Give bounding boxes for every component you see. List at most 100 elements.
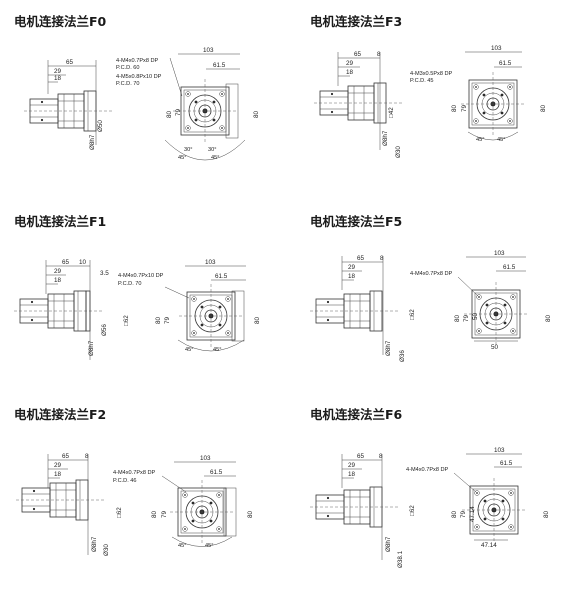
dim-80-right: 80 [253, 110, 260, 118]
dim-dia-30: Ø30 [395, 146, 402, 158]
drawing-f2: 65 8 29 18 Ø8h7 Ø30 □62 4-M4x0.7Px8 DP P… [15, 453, 254, 556]
angle-45-left: 45° [178, 543, 186, 549]
section-title-f3: 电机连接法兰F3 [310, 14, 403, 29]
angle-45-right: 45° [205, 543, 213, 549]
dim-3-5: 3.5 [100, 270, 109, 277]
dim-square-62: □62 [116, 507, 123, 518]
section-title-f0: 电机连接法兰F0 [14, 14, 107, 29]
dim-dia-8h7: Ø8h7 [382, 130, 389, 146]
angle-30-right: 30° [208, 147, 216, 153]
dim-18: 18 [54, 277, 62, 284]
dim-80-left: 80 [454, 314, 461, 322]
dim-103: 103 [494, 250, 505, 257]
dim-dia-30: Ø30 [103, 544, 110, 556]
dim-10: 10 [79, 259, 87, 266]
dim-65: 65 [62, 453, 70, 460]
dim-65: 65 [357, 453, 365, 460]
dim-dia-56: Ø56 [101, 324, 108, 336]
dim-47-14-bottom: 47.14 [481, 542, 497, 549]
dim-79: 79 [161, 510, 168, 518]
dim-29: 29 [54, 462, 62, 469]
dim-79: 79 [175, 108, 182, 116]
dim-square-62: □62 [409, 309, 416, 320]
dim-dia-8h7: Ø8h7 [385, 536, 392, 552]
section-title-f2: 电机连接法兰F2 [14, 407, 107, 422]
dim-80-right: 80 [254, 316, 261, 324]
dim-dia-8h7: Ø8h7 [89, 134, 96, 150]
dim-8: 8 [85, 453, 89, 460]
note-pcd: P.C.D. 45 [410, 78, 434, 84]
note-thread: 4-M4x0.7Px8 DP [410, 271, 453, 277]
dim-79: 79 [460, 510, 467, 518]
dim-80-left: 80 [155, 316, 162, 324]
dim-square-62: □62 [123, 315, 130, 326]
dim-dia-8h7: Ø8h7 [91, 536, 98, 552]
dim-61-5: 61.5 [210, 469, 223, 476]
note-pcd-1: P.C.D. 60 [116, 65, 140, 71]
dim-8: 8 [379, 453, 383, 460]
note-thread: 4-M3x0.5Px8 DP [410, 71, 453, 77]
dim-80-left: 80 [451, 510, 458, 518]
dim-square-62: □62 [409, 505, 416, 516]
dim-80-left: 80 [151, 510, 158, 518]
angle-45-left: 45° [476, 137, 484, 143]
angle-30-left: 30° [184, 147, 192, 153]
drawing-f1: 65 10 3.5 29 18 Ø8h7 Ø56 □62 4-M4x0.7Px1… [13, 259, 261, 360]
dim-dia-38-1: Ø38.1 [397, 550, 404, 568]
dim-103: 103 [205, 259, 216, 266]
angle-45-right: 45° [213, 347, 221, 353]
angle-45-right: 45° [211, 155, 219, 161]
dim-29: 29 [54, 268, 62, 275]
dim-47-14-left: 47.14 [469, 506, 476, 522]
dim-29: 29 [346, 60, 354, 67]
note-thread-1: 4-M4x0.7Px8 DP [116, 58, 159, 64]
section-title-f5: 电机连接法兰F5 [310, 214, 403, 229]
angle-45-left: 45° [178, 155, 186, 161]
note-pcd-2: P.C.D. 70 [116, 81, 140, 87]
section-title-f1: 电机连接法兰F1 [14, 214, 107, 229]
note-thread-2: 4-M5x0.8Px10 DP [116, 74, 162, 80]
dim-80-right: 80 [247, 510, 254, 518]
dim-8: 8 [380, 255, 384, 262]
dim-29: 29 [348, 264, 356, 271]
dim-103: 103 [494, 447, 505, 454]
angle-45-right: 45° [497, 137, 505, 143]
dim-103: 103 [491, 45, 502, 52]
dim-dia-8h7: Ø8h7 [385, 340, 392, 356]
dim-61-5: 61.5 [500, 460, 513, 467]
note-thread: 4-M4x0.7Px8 DP [406, 467, 449, 473]
dim-80-right: 80 [545, 314, 552, 322]
dim-61-5: 61.5 [499, 60, 512, 67]
dim-80-left: 80 [451, 104, 458, 112]
dim-61-5: 61.5 [503, 264, 516, 271]
dim-8: 8 [377, 51, 381, 58]
drawing-f3: 65 8 29 18 Ø8h7 Ø30 □42 4-M3x0.5Px8 DP P… [313, 45, 547, 158]
drawing-f5: 65 8 29 18 Ø8h7 Ø36 □62 4-M4x0.7Px8 DP 1… [309, 250, 552, 362]
dim-29: 29 [348, 462, 356, 469]
dim-50-bottom: 50 [491, 344, 499, 351]
dim-61-5: 61.5 [213, 62, 226, 69]
dim-65: 65 [354, 51, 362, 58]
note-pcd: P.C.D. 46 [113, 478, 137, 484]
dim-65: 65 [62, 259, 70, 266]
dim-79: 79 [461, 104, 468, 112]
dim-50-left: 50 [472, 312, 479, 320]
section-title-f6: 电机连接法兰F6 [310, 407, 403, 422]
dim-dia-50: Ø50 [97, 120, 104, 132]
dim-dia-36: Ø36 [399, 350, 406, 362]
dim-79: 79 [164, 316, 171, 324]
note-pcd: P.C.D. 70 [118, 281, 142, 287]
dim-square-42: □42 [388, 107, 395, 118]
dim-18: 18 [54, 471, 62, 478]
dim-18: 18 [54, 75, 62, 82]
dim-29: 29 [54, 68, 62, 75]
drawing-f0: 65 29 18 Ø8h7 Ø50 4-M4x0.7Px8 DP P.C.D. … [23, 47, 260, 161]
note-thread: 4-M4x0.7Px8 DP [113, 470, 156, 476]
dim-103: 103 [203, 47, 214, 54]
dim-80-left: 80 [166, 110, 173, 118]
note-thread: 4-M4x0.7Px10 DP [118, 273, 164, 279]
dim-18: 18 [348, 273, 356, 280]
dim-80-right: 80 [540, 104, 547, 112]
dim-65: 65 [357, 255, 365, 262]
